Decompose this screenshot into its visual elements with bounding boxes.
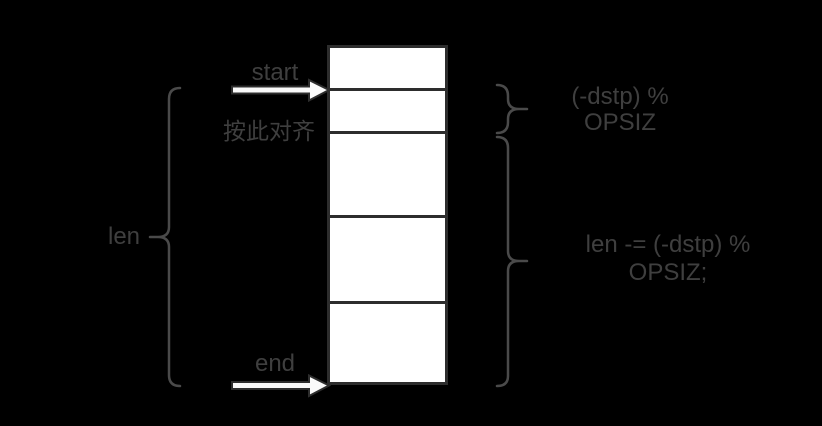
len-update-annotation-line1: len -= (-dstp) %: [585, 231, 751, 258]
memory-block: [330, 134, 445, 218]
len-label: len: [108, 223, 141, 250]
end-pointer-label: end: [254, 350, 296, 377]
align-here-label: 按此对齐: [223, 118, 315, 144]
memory-block-stack: [327, 45, 448, 385]
head-skip-brace-icon: [495, 83, 529, 135]
len-update-brace-icon: [495, 135, 529, 388]
len-brace-icon: [148, 86, 182, 388]
head-skip-annotation: (-dstp) % OPSIZ: [530, 84, 710, 136]
len-update-annotation: len -= (-dstp) % OPSIZ;: [558, 231, 778, 287]
head-skip-annotation-line1: (-dstp) %: [571, 83, 669, 110]
len-update-annotation-line2: OPSIZ;: [628, 259, 708, 286]
memory-block: [330, 91, 445, 134]
memory-block: [330, 48, 445, 91]
head-skip-annotation-line2: OPSIZ: [583, 109, 656, 136]
start-pointer-label: start: [251, 59, 299, 86]
memory-block: [330, 218, 445, 304]
end-arrow-icon: [231, 373, 332, 398]
memory-block: [330, 304, 445, 382]
